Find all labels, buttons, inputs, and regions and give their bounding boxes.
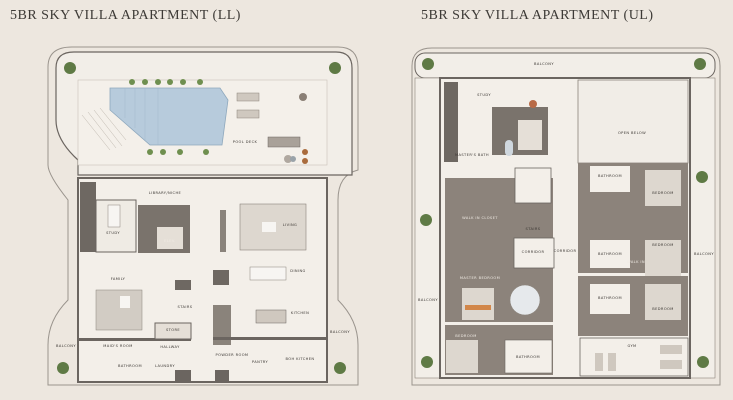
plant-icons (57, 58, 709, 374)
room-label: LIBRARY/NICHE (148, 191, 182, 195)
room-label: BALCONY (56, 344, 76, 348)
room-label: MAID'S ROOM (103, 344, 133, 348)
room-label: OPEN BELOW (617, 131, 647, 135)
room-label: STAIRS (525, 227, 541, 231)
room-label: STUDY (477, 93, 491, 97)
room-label: STORE (165, 328, 181, 332)
room-label: BATHROOM (598, 252, 622, 256)
room-label: BATHROOM (516, 355, 540, 359)
room-label: BEDROOM (455, 334, 477, 338)
room-label: HALLWAY (160, 345, 180, 349)
room-label: BATHROOM (598, 174, 622, 178)
plan-title-upper-level: 5BR SKY VILLA APARTMENT (UL) (421, 8, 654, 23)
room-label: CORRIDOR (521, 250, 545, 254)
room-label: CORRIDOR (553, 249, 577, 253)
open-below (577, 79, 689, 164)
room-label: BALCONY (418, 298, 438, 302)
upper-level-plan (411, 47, 721, 386)
room-label: GYM (627, 344, 637, 348)
room-label: STAIRS (177, 305, 193, 309)
room-label: FAMILY (110, 277, 126, 281)
room-label: ELEV. (164, 239, 176, 243)
room-label: BALCONY (330, 330, 350, 334)
room-label: DINING (290, 269, 306, 273)
room-label: BOH KITCHEN (285, 357, 315, 361)
room-label: WALK IN CLOSET (462, 216, 498, 220)
room-label: POOL DECK (232, 140, 258, 144)
room-label: BATHROOM (118, 364, 142, 368)
room-label: BALCONY (534, 62, 554, 66)
room-label: BALCONY (694, 252, 714, 256)
room-label: PANTRY (251, 360, 269, 364)
room-label: BEDROOM (652, 191, 674, 195)
pool (109, 87, 229, 146)
room-label: BEDROOM (652, 243, 674, 247)
room-label: MASTER BEDROOM (459, 276, 501, 280)
room-label: LAUNDRY (155, 364, 175, 368)
room-label: BEDROOM (652, 307, 674, 311)
room-label: MASTER'S BATH (455, 153, 489, 157)
room-label: STUDY (106, 231, 120, 235)
room-label: BATHROOM (598, 296, 622, 300)
lower-level-plan (47, 46, 359, 386)
room-label: POWDER ROOM (215, 353, 249, 357)
room-label: WALK IN (627, 260, 645, 264)
plan-title-lower-level: 5BR SKY VILLA APARTMENT (LL) (10, 8, 241, 23)
room-label: KITCHEN (290, 311, 310, 315)
room-label: LIVING (282, 223, 298, 227)
